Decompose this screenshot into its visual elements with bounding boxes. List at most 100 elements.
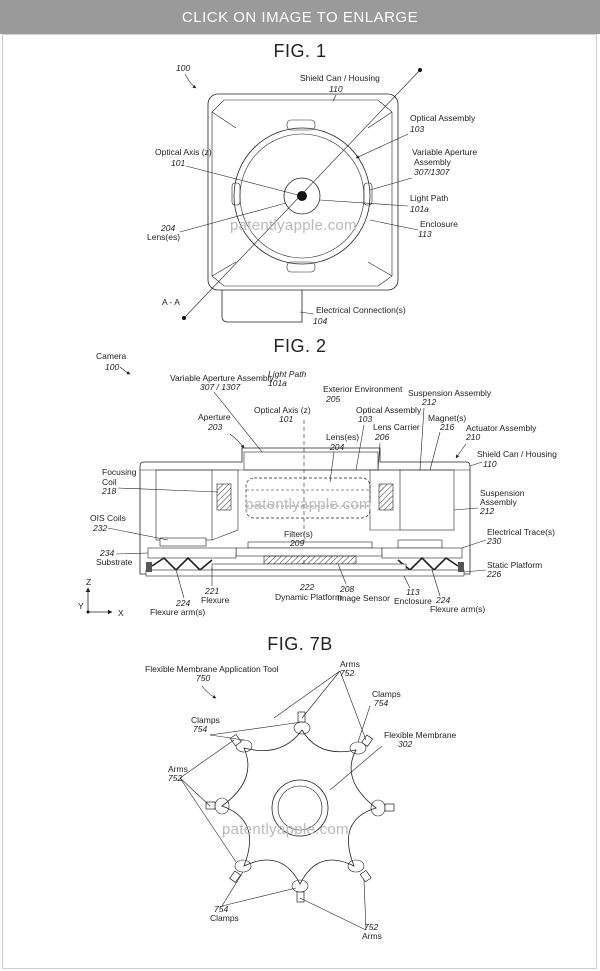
fig2-ext-label: Exterior Environment — [323, 384, 403, 394]
fig2-x-label: X — [118, 608, 124, 618]
fig2-dynplat-num: 222 — [299, 582, 314, 592]
fig1-title: FIG. 1 — [273, 41, 326, 61]
fig2-sensor-label: Image Sensor — [337, 593, 390, 603]
fig2-susp2-label-1: Suspension — [480, 488, 525, 498]
fig2-axis-num: 101 — [279, 414, 293, 424]
fig2-sensor-num: 208 — [339, 584, 354, 594]
fig2-opt-num: 103 — [358, 414, 372, 424]
fig2-substrate-label: Substrate — [96, 557, 133, 567]
flexure-arms-right — [397, 556, 459, 572]
fig1-shield-label: Shield Can / Housing — [300, 73, 380, 83]
clamp-bottom-right — [347, 859, 365, 873]
fig7b-membrane-num: 302 — [398, 739, 412, 749]
fig2-static-num: 226 — [486, 569, 501, 579]
fig2-lenses-label: Lens(es) — [326, 432, 359, 442]
fig2-lp-label: Light Path — [268, 369, 307, 379]
fig2-encl-label: Enclosure — [394, 596, 432, 606]
filter — [247, 541, 373, 549]
fig2-flexarm-r-num: 224 — [435, 595, 450, 605]
clamp-bottom-left — [234, 859, 252, 873]
flexure-arms-left — [151, 556, 213, 572]
fig2-y-label: Y — [78, 601, 84, 611]
membrane-center-opening — [271, 779, 329, 837]
clamp-right — [370, 799, 386, 817]
shield-can-housing — [207, 93, 399, 291]
fig7b: FIG. 7B Flexible Membrane Application To… — [145, 634, 457, 941]
fig2-flexarm-l-num: 224 — [175, 598, 190, 608]
ois-coils-left — [159, 537, 207, 547]
fig7b-watermark: patentlyapple.com — [222, 821, 349, 838]
clamps — [214, 721, 386, 893]
fig1-axis-label: Optical Axis (z) — [155, 147, 212, 157]
fig7b-clamps-bl-label: Clamps — [210, 913, 239, 923]
fig2-vaa-label: Variable Aperture Assembly — [170, 373, 275, 383]
fig7b-tool-num: 750 — [196, 673, 210, 683]
fig2-title: FIG. 2 — [273, 336, 326, 356]
fig2-focus-label-1: Focusing — [102, 467, 137, 477]
fig7b-clamps-tr-label: Clamps — [372, 689, 401, 699]
fig7b-arms-left-num: 752 — [168, 773, 182, 783]
fig7b-title: FIG. 7B — [267, 634, 333, 654]
fig2-focus-num: 218 — [101, 486, 116, 496]
fig2-shield-label: Shield Can / Housing — [477, 449, 557, 459]
fig1-lens-num: 204 — [160, 223, 175, 233]
flexible-membrane — [221, 729, 377, 885]
clamp-top — [293, 721, 311, 735]
optical-assembly-ring — [233, 127, 371, 265]
enlarge-banner-text: CLICK ON IMAGE TO ENLARGE — [181, 8, 419, 26]
arms — [205, 711, 395, 903]
fig2-flexure-label: Flexure — [201, 595, 230, 605]
fig7b-clamps-tl-num: 754 — [193, 724, 207, 734]
fig1-enclosure-num: 113 — [418, 229, 432, 239]
fig1-optical-num: 103 — [410, 124, 424, 134]
fig2-static-label: Static Platform — [487, 560, 542, 570]
fig2-focus-label-2: Coil — [102, 477, 117, 487]
fig2-magnet-label: Magnet(s) — [428, 413, 466, 423]
fig2-magnet-num: 216 — [439, 422, 454, 432]
fig1-aperture-label-2: Assembly — [414, 157, 452, 167]
lens-carrier-coil — [378, 483, 394, 511]
focusing-coil-block — [155, 469, 213, 541]
fig7b-arms-top-label: Arms — [340, 659, 360, 669]
fig2-trace-num: 230 — [486, 536, 501, 546]
fig2-lenses-num: 204 — [329, 442, 344, 452]
fig2-filter-num: 209 — [289, 538, 304, 548]
fig7b-clamps-bl-num: 754 — [214, 904, 228, 914]
fig2-watermark: patentlyapple.com — [245, 496, 372, 513]
fig2-lenscarrier-num: 206 — [374, 432, 389, 442]
fig2-ext-num: 205 — [325, 394, 340, 404]
fig2-ois-num: 232 — [92, 523, 107, 533]
fig2-susp2-label-2: Assembly — [480, 497, 518, 507]
fig2-camera-label: Camera — [96, 351, 127, 361]
fig2-opt-label: Optical Assembly — [356, 405, 422, 415]
fig1-enclosure-label: Enclosure — [420, 219, 458, 229]
fig1: FIG. 1 100 Shield Can / Housing 110 Opti… — [147, 41, 477, 326]
fig1-aperture-num: 307/1307 — [414, 167, 450, 177]
fig2-substrate-num: 234 — [99, 548, 114, 558]
variable-aperture — [243, 451, 379, 471]
fig2-actuator-num: 210 — [465, 432, 480, 442]
image-frame[interactable] — [2, 34, 597, 969]
fig1-ref: 100 — [176, 63, 190, 73]
fig2-flexarm-r-label: Flexure arm(s) — [430, 604, 485, 614]
fig2-axis-label: Optical Axis (z) — [254, 405, 311, 415]
fig2-shield-num: 110 — [483, 459, 497, 469]
fig1-optical-label: Optical Assembly — [410, 113, 476, 123]
fig2-flexure-num: 221 — [204, 586, 219, 596]
fig2-susp-label: Suspension Assembly — [408, 388, 492, 398]
fig7b-membrane-label: Flexible Membrane — [384, 730, 457, 740]
fig1-elec-label: Electrical Connection(s) — [316, 305, 406, 315]
fig2-susp2-num: 212 — [479, 506, 494, 516]
fig2-camera-num: 100 — [105, 362, 119, 372]
fig1-lens-label: Lens(es) — [147, 232, 180, 242]
fig2-lenscarrier-label: Lens Carrier — [373, 422, 420, 432]
fig2-encl-num: 113 — [406, 587, 420, 597]
ois-coils-right — [397, 539, 443, 549]
enlarge-banner[interactable]: CLICK ON IMAGE TO ENLARGE — [0, 0, 600, 34]
fig2-dynplat-label: Dynamic Platform — [275, 592, 342, 602]
magnet-block — [399, 469, 455, 531]
shield-can-housing-fig2 — [139, 447, 471, 575]
fig2-ois-label: OIS Coils — [90, 513, 126, 523]
fig1-shield-num: 110 — [329, 84, 343, 94]
fig2-vaa-num: 307 / 1307 — [200, 382, 240, 392]
